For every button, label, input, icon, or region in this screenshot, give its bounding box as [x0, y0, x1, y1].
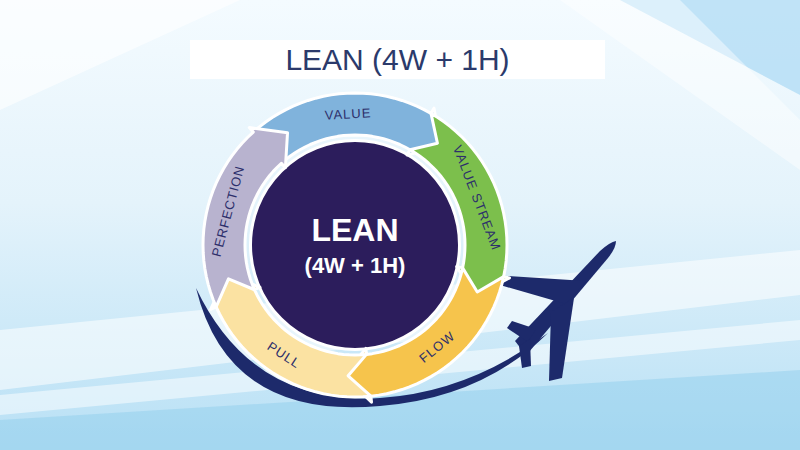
airplane-tail	[519, 339, 531, 368]
segment-arrow	[211, 274, 371, 397]
segment-arrow	[344, 268, 504, 402]
airplane-tail	[507, 321, 536, 342]
center-heading: LEAN	[311, 212, 398, 249]
airplane	[500, 241, 616, 381]
title-text: LEAN (4W + 1H)	[285, 43, 509, 77]
center-subheading: (4W + 1H)	[305, 253, 406, 279]
segment-arrow	[203, 128, 288, 307]
center-circle: LEAN (4W + 1H)	[249, 139, 461, 351]
title-band: LEAN (4W + 1H)	[190, 40, 605, 79]
light-streak	[560, 0, 800, 170]
airplane-wing	[549, 298, 574, 381]
segment-arrow	[410, 113, 510, 296]
segment-label: VALUE	[324, 105, 371, 122]
